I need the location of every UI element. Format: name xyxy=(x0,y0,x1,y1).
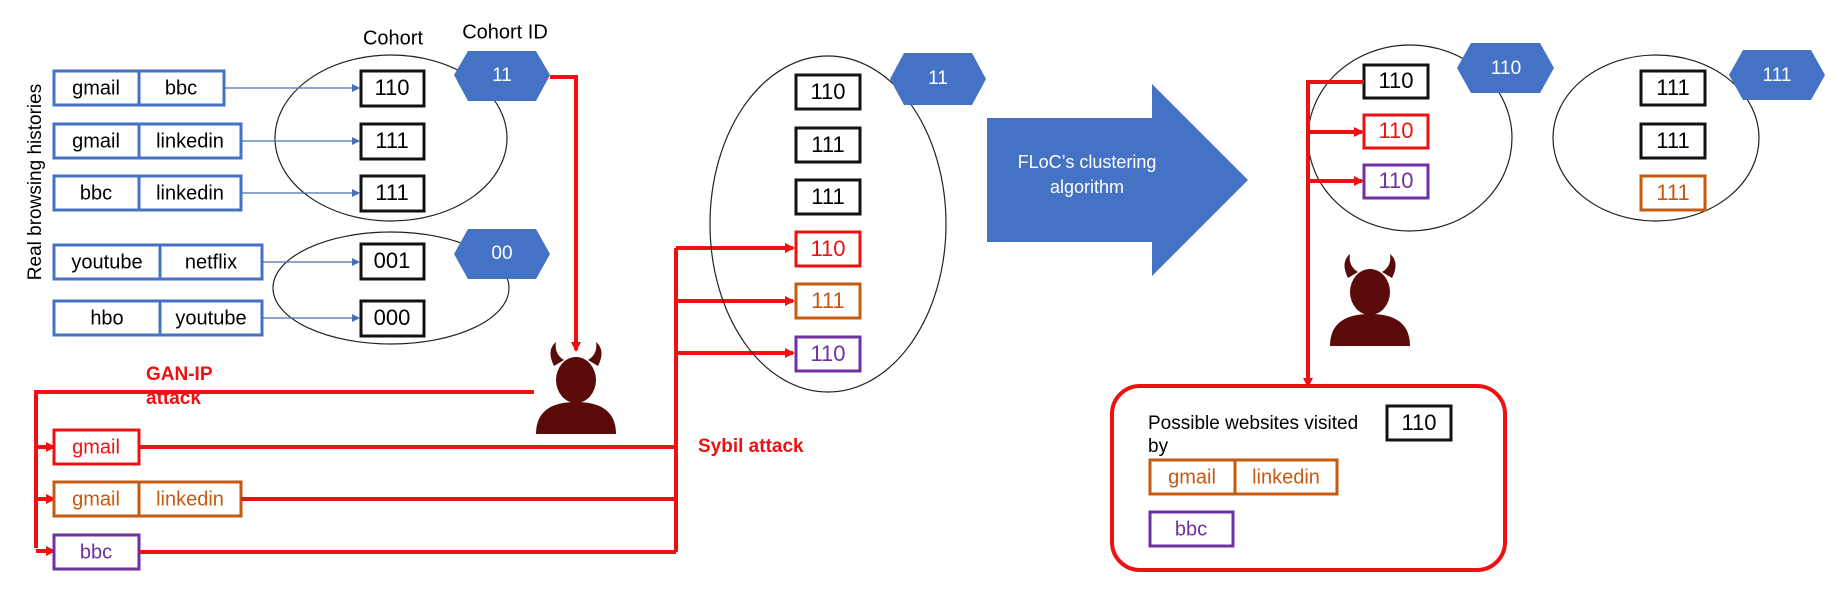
result-panel: Possible websites visited by 110 gmail l… xyxy=(1110,384,1507,572)
cohort-value: 111 xyxy=(1656,128,1689,153)
fake-site: bbc xyxy=(80,541,112,563)
cohort-value: 110 xyxy=(810,236,845,261)
cohort-box: 110 xyxy=(794,73,862,111)
history-site: youtube xyxy=(175,307,246,329)
fake-site: linkedin xyxy=(156,488,224,510)
cohort-id-hexagon: 111 xyxy=(1729,50,1825,100)
history-site: bbc xyxy=(80,182,112,204)
history-row: gmail linkedin xyxy=(52,122,243,160)
gan-ip-label-line2: attack xyxy=(146,388,201,409)
cohort-box: 110 xyxy=(359,69,426,108)
cohort-box: 111 xyxy=(1639,174,1707,212)
cohort-box: 111 xyxy=(1639,69,1707,107)
cohort-value: 110 xyxy=(810,79,845,104)
fake-history-row: gmail xyxy=(52,428,141,466)
cohort-box: 110 xyxy=(794,335,862,373)
cohort-id-hexagon: 00 xyxy=(454,229,550,279)
result-site: bbc xyxy=(1175,518,1207,540)
history-site: linkedin xyxy=(156,182,224,204)
result-text-line1: Possible websites visited xyxy=(1148,413,1358,434)
history-site: hbo xyxy=(90,307,123,329)
fake-site: gmail xyxy=(72,436,120,458)
cohort-value: 110 xyxy=(374,75,409,100)
cohort-id-hexagon: 11 xyxy=(890,53,986,105)
cohort-value: 111 xyxy=(811,132,844,157)
clustering-label-line2: algorithm xyxy=(1050,177,1124,197)
devil-attacker-icon xyxy=(1330,254,1410,346)
history-site: linkedin xyxy=(156,130,224,152)
cohort-id-hexagon: 11 xyxy=(454,51,550,101)
cohort-box: 111 xyxy=(359,122,426,161)
cohort-box: 111 xyxy=(1639,122,1707,160)
cohort-id-value: 110 xyxy=(1491,58,1521,79)
sybil-attack-label: Sybil attack xyxy=(698,436,804,457)
fake-history-row: gmail linkedin xyxy=(52,480,243,518)
cohort-ellipse-upper xyxy=(274,54,508,222)
cohort-value: 111 xyxy=(1656,180,1689,205)
cohort-box: 110 xyxy=(1362,113,1430,150)
clustering-label-line1: FLoC’s clustering xyxy=(1018,152,1157,172)
cohort-value: 111 xyxy=(811,288,844,313)
cohort-value: 110 xyxy=(810,341,845,366)
history-row: gmail bbc xyxy=(52,69,226,107)
cohort-id-value: 111 xyxy=(1763,65,1792,86)
gan-ip-label-line1: GAN-IP xyxy=(146,364,213,385)
gan-ip-line xyxy=(34,390,534,548)
history-site: netflix xyxy=(185,251,237,273)
cohort-value: 110 xyxy=(1378,68,1413,93)
cohort-box: 111 xyxy=(359,174,426,213)
cohort-header: Cohort xyxy=(363,27,423,49)
cohort-box: 001 xyxy=(359,242,426,281)
middle-cohort-ellipse xyxy=(709,55,947,393)
cohort-value: 000 xyxy=(374,305,411,330)
result-site: gmail xyxy=(1168,466,1216,488)
cohort-ellipse-lower xyxy=(272,231,510,345)
inference-arrow xyxy=(1303,80,1364,388)
cohort-box: 110 xyxy=(794,230,862,268)
history-site: gmail xyxy=(72,130,120,152)
cohort-value: 110 xyxy=(1378,168,1413,193)
cohort-id-header: Cohort ID xyxy=(462,21,548,43)
history-site: gmail xyxy=(72,77,120,99)
cohort-box: 111 xyxy=(794,178,862,216)
arrow-right-icon: FLoC’s clustering algorithm xyxy=(987,84,1248,276)
cohort-box: 111 xyxy=(794,282,862,320)
history-row: bbc linkedin xyxy=(52,174,243,212)
history-row: hbo youtube xyxy=(52,299,264,337)
fake-site: gmail xyxy=(72,488,120,510)
cluster-b-ellipse xyxy=(1552,54,1760,222)
vertical-axis-label: Real browsing histories xyxy=(25,84,46,280)
cohort-value: 111 xyxy=(375,128,408,153)
cohort-id-value: 00 xyxy=(491,243,512,264)
history-site: bbc xyxy=(165,77,197,99)
cohort-value: 110 xyxy=(1378,118,1413,143)
cohort-value: 111 xyxy=(1656,75,1689,100)
result-text-line2: by xyxy=(1148,436,1169,457)
history-row: youtube netflix xyxy=(52,243,264,281)
cohort-value: 111 xyxy=(375,180,408,205)
cohort-box: 111 xyxy=(794,126,862,164)
leak-arrow xyxy=(550,75,581,352)
result-cohort: 110 xyxy=(1401,410,1436,435)
cohort-box: 000 xyxy=(359,299,426,338)
fake-history-row: bbc xyxy=(52,533,141,571)
devil-attacker-icon xyxy=(536,342,616,434)
cohort-id-hexagon: 110 xyxy=(1457,43,1554,93)
cohort-box: 110 xyxy=(1362,63,1430,100)
cohort-box: 110 xyxy=(1362,163,1430,200)
result-site: linkedin xyxy=(1252,466,1320,488)
cohort-value: 111 xyxy=(811,184,844,209)
history-site: youtube xyxy=(71,251,142,273)
cohort-id-value: 11 xyxy=(928,68,948,89)
cohort-value: 001 xyxy=(374,248,411,273)
cohort-id-value: 11 xyxy=(492,65,512,86)
